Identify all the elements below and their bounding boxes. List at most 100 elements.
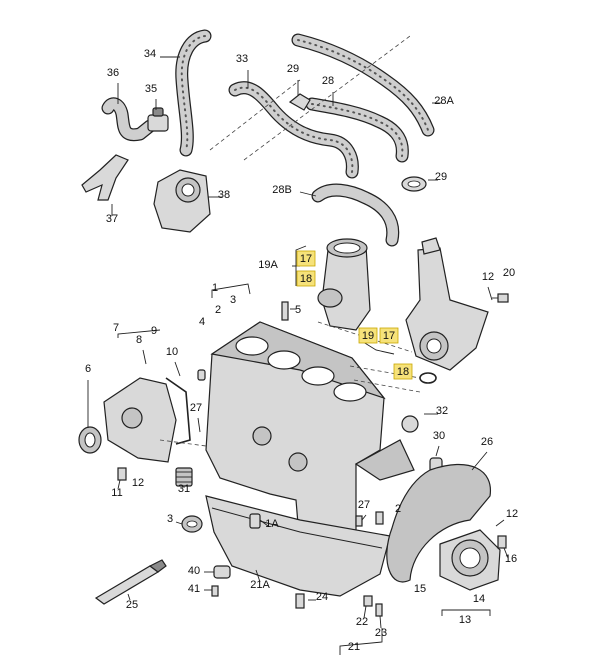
callout-12: 12	[132, 477, 144, 489]
callout-7: 7	[113, 322, 119, 334]
o-ring-18	[419, 372, 437, 384]
highlight-label: 17	[383, 330, 395, 342]
callout-28A: 28A	[434, 95, 454, 107]
highlighted-callout-18: 18	[296, 270, 316, 287]
callout-26: 26	[481, 436, 493, 448]
highlighted-callout-17: 17	[379, 327, 399, 344]
callout-40: 40	[188, 565, 200, 577]
callout-21: 21	[348, 641, 360, 653]
bolt-16	[497, 535, 507, 549]
water-pump-housing	[405, 237, 489, 371]
gasket-10	[165, 377, 191, 445]
callout-25: 25	[126, 599, 138, 611]
sensor-32	[401, 415, 419, 433]
rear-cover-26	[386, 463, 491, 583]
callout-27: 27	[358, 499, 370, 511]
seal-6	[78, 426, 102, 454]
hose-28B	[311, 183, 400, 247]
callout-6: 6	[85, 363, 91, 375]
callout-16: 16	[505, 553, 517, 565]
housing-38	[153, 169, 211, 233]
callout-5: 5	[295, 304, 301, 316]
highlight-box	[393, 363, 413, 380]
callout-41: 41	[188, 583, 200, 595]
callout-28B: 28B	[272, 184, 292, 196]
callout-37: 37	[106, 213, 118, 225]
hose-36	[101, 97, 157, 142]
seal-flange-13	[439, 529, 501, 591]
highlighted-callout-17: 17	[296, 250, 316, 267]
callout-33: 33	[236, 53, 248, 65]
callout-13: 13	[459, 614, 471, 626]
callout-14: 14	[473, 593, 485, 605]
callout-12: 12	[482, 271, 494, 283]
callout-3: 3	[167, 513, 173, 525]
highlight-box	[296, 270, 316, 287]
callout-2: 2	[215, 304, 221, 316]
callout-31: 31	[178, 483, 190, 495]
highlight-box	[296, 250, 316, 267]
callout-32: 32	[436, 405, 448, 417]
callout-10: 10	[166, 346, 178, 358]
callout-35: 35	[145, 83, 157, 95]
callout-30: 30	[433, 430, 445, 442]
highlight-box	[379, 327, 399, 344]
callout-24: 24	[316, 591, 328, 603]
drain-plug-24	[295, 593, 305, 609]
callout-34: 34	[144, 48, 156, 60]
callout-23: 23	[375, 627, 387, 639]
callout-3: 3	[230, 294, 236, 306]
callout-12: 12	[506, 508, 518, 520]
callout-22: 22	[356, 616, 368, 628]
highlighted-callout-18: 18	[393, 363, 413, 380]
callout-38: 38	[218, 189, 230, 201]
coolant-pipe-19A	[317, 238, 371, 331]
pin-4	[197, 369, 206, 381]
highlighted-callout-19: 19	[358, 327, 378, 344]
callout-9: 9	[151, 325, 157, 337]
callout-11: 11	[111, 487, 122, 499]
bolt-11	[117, 467, 127, 481]
cover-flange	[103, 377, 177, 463]
oil-level-sender-40	[211, 565, 231, 597]
callout-29: 29	[435, 171, 447, 183]
hose-28	[305, 97, 409, 163]
ring-3	[181, 515, 203, 533]
callout-36: 36	[107, 67, 119, 79]
bracket-37	[81, 154, 129, 201]
pin-5	[281, 301, 289, 321]
callout-29: 29	[287, 63, 299, 75]
spring-31	[175, 467, 193, 487]
bolts-22-23	[363, 595, 383, 617]
hose-33	[228, 81, 359, 179]
hose-28A	[291, 33, 435, 137]
callout-4: 4	[199, 316, 205, 328]
callout-1: 1	[212, 282, 218, 294]
callout-2: 2	[395, 503, 401, 515]
callout-8: 8	[136, 334, 142, 346]
callout-15: 15	[414, 583, 426, 595]
highlighted-callouts: 17 18 19 17 18	[296, 250, 413, 380]
callout-21A: 21A	[250, 579, 270, 591]
highlight-label: 18	[397, 366, 409, 378]
highlight-label: 18	[300, 273, 312, 285]
highlight-label: 17	[300, 253, 312, 265]
bolts-2-27	[355, 511, 384, 527]
highlight-label: 19	[362, 330, 374, 342]
connector-35	[147, 107, 169, 132]
clamp-29-top	[288, 93, 311, 111]
clamp-29-right	[401, 176, 427, 192]
callout-19A: 19A	[258, 259, 278, 271]
sealant-tube-25	[94, 559, 167, 605]
callout-1A: 1A	[265, 518, 279, 530]
bolt-20	[492, 293, 509, 303]
hose-34	[175, 29, 212, 157]
callout-27: 27	[190, 402, 202, 414]
sensor-1A	[249, 513, 261, 529]
callout-20: 20	[503, 267, 515, 279]
callout-28: 28	[322, 75, 334, 87]
highlight-box	[358, 327, 378, 344]
